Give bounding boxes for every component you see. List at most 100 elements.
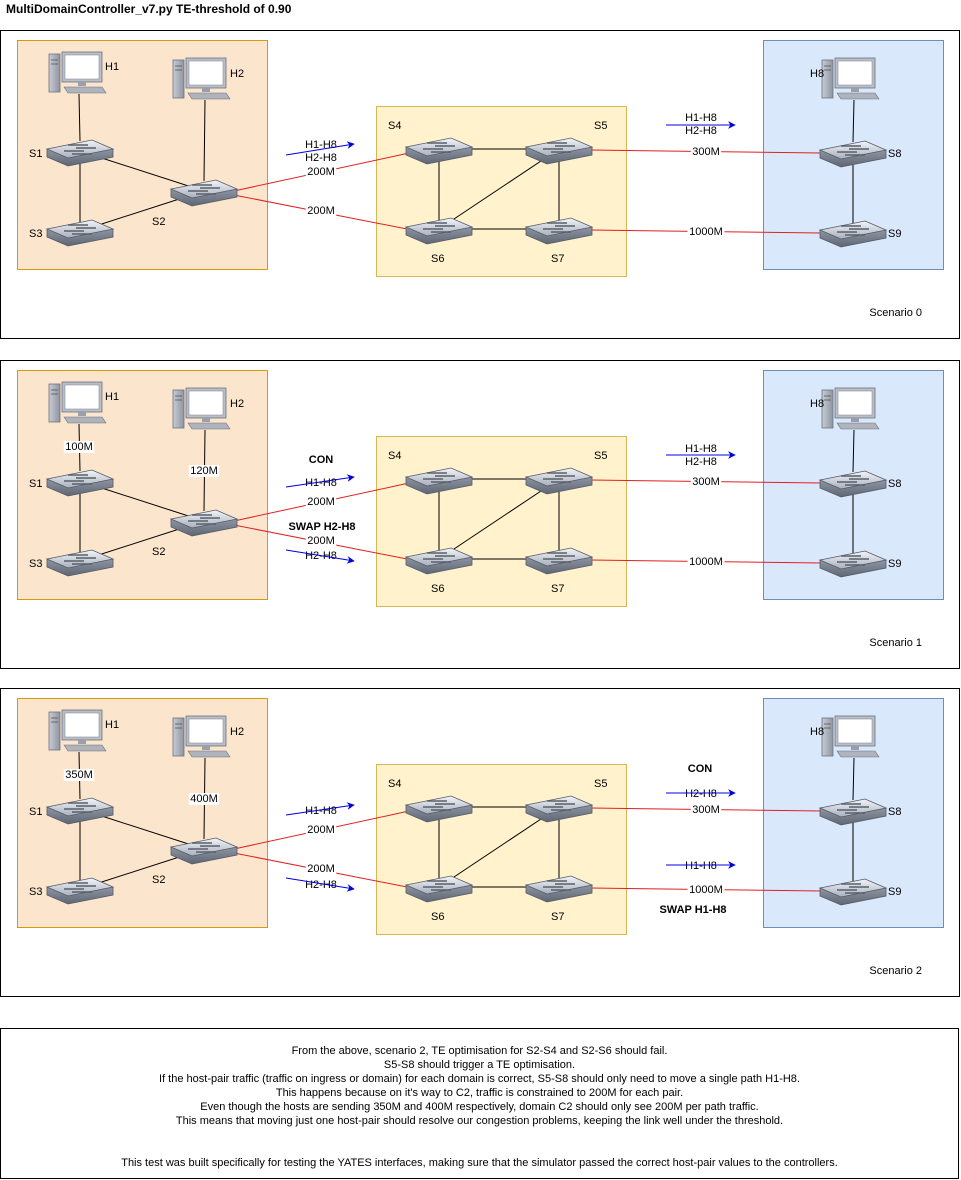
host-tower xyxy=(172,59,185,99)
switch-icon-s3 xyxy=(45,219,115,247)
label-background xyxy=(687,226,725,238)
note-line: S5-S8 should trigger a TE optimisation. xyxy=(383,1059,576,1071)
link-label-s2-s4: 200M xyxy=(307,496,335,508)
switch-top xyxy=(524,795,594,815)
label-background xyxy=(690,476,722,488)
link-label-s2-s6: 200M xyxy=(307,863,335,875)
host-tower xyxy=(821,389,834,429)
switch-label-s2: S2 xyxy=(152,874,165,886)
switch-label-s2: S2 xyxy=(152,216,165,228)
switch-label-s6: S6 xyxy=(431,911,444,923)
host-stand xyxy=(78,82,86,86)
switch-icon-s9 xyxy=(818,220,888,248)
switch-label-s9: S9 xyxy=(888,886,901,898)
link-label-s2-s6: 200M xyxy=(307,205,335,217)
host-label-h2: H2 xyxy=(230,726,244,738)
switch-label-s5: S5 xyxy=(594,120,607,132)
switch-top xyxy=(404,547,474,567)
switch-label-s8: S8 xyxy=(888,148,901,160)
label-background xyxy=(690,804,722,816)
annotation-swap: SWAP H1-H8 xyxy=(659,904,726,916)
host-label-h8: H8 xyxy=(810,398,824,410)
switch-icon-s2 xyxy=(169,509,239,537)
switch-icon-s5 xyxy=(524,137,594,165)
host-screen xyxy=(837,390,873,416)
host-screen xyxy=(188,60,224,86)
host-tower xyxy=(172,389,185,429)
host-tower xyxy=(48,53,61,93)
switch-icon-s8 xyxy=(818,470,888,498)
switch-icon-s7 xyxy=(524,875,594,903)
note-line: Even though the hosts are sending 350M a… xyxy=(200,1101,759,1113)
host-icon-h1 xyxy=(48,709,107,752)
link-h1-s1 xyxy=(78,93,81,142)
host-keyboard xyxy=(63,744,107,752)
switch-icon-s7 xyxy=(524,547,594,575)
domain-middle xyxy=(376,764,627,935)
switch-top xyxy=(45,549,115,569)
switch-top xyxy=(404,795,474,815)
host-stand xyxy=(851,746,859,750)
host-tower xyxy=(821,59,834,99)
switch-label-s4: S4 xyxy=(388,450,401,462)
flow-arrow xyxy=(285,877,355,892)
domain-middle xyxy=(376,106,627,277)
switch-label-s5: S5 xyxy=(594,778,607,790)
host-screen xyxy=(64,712,100,738)
switch-icon-s1 xyxy=(45,469,115,497)
switch-top xyxy=(404,217,474,237)
host-screen xyxy=(837,718,873,744)
switch-top xyxy=(818,140,888,160)
host-keyboard xyxy=(836,92,880,100)
link-label-s7-s9: 1000M xyxy=(689,884,723,896)
switch-top xyxy=(45,219,115,239)
switch-label-s4: S4 xyxy=(388,120,401,132)
flow-arrow xyxy=(285,141,355,156)
host-link-label-h1: 350M xyxy=(65,769,93,781)
host-tower xyxy=(172,717,185,757)
link-h8-s8 xyxy=(852,99,855,143)
switch-top xyxy=(404,467,474,487)
switch-label-s5: S5 xyxy=(594,450,607,462)
link-h2-s2 xyxy=(203,99,206,182)
switch-label-s8: S8 xyxy=(888,478,901,490)
link-h8-s8 xyxy=(852,429,855,473)
switch-label-s2: S2 xyxy=(152,546,165,558)
label-background xyxy=(305,824,337,836)
switch-icon-s9 xyxy=(818,878,888,906)
host-keyboard xyxy=(187,750,231,758)
host-link-label-h2: 120M xyxy=(190,465,218,477)
label-background xyxy=(305,863,337,875)
label-background xyxy=(63,769,95,781)
scenario-label: Scenario 0 xyxy=(869,307,922,319)
link-label-s2-s4: 200M xyxy=(307,824,335,836)
label-background xyxy=(188,465,220,477)
note-line: This test was built specifically for tes… xyxy=(121,1157,838,1169)
host-icon-h8 xyxy=(821,387,880,430)
switch-icon-s6 xyxy=(404,217,474,245)
host-label-h2: H2 xyxy=(230,398,244,410)
host-tower xyxy=(821,717,834,757)
switch-label-s3: S3 xyxy=(29,886,42,898)
label-background xyxy=(305,166,337,178)
host-stand xyxy=(851,88,859,92)
switch-top xyxy=(404,875,474,895)
switch-top xyxy=(524,467,594,487)
annotation-swap: SWAP H2-H8 xyxy=(288,521,355,533)
switch-icon-s4 xyxy=(404,795,474,823)
switch-top xyxy=(45,139,115,159)
host-stand xyxy=(78,740,86,744)
host-icon-h1 xyxy=(48,381,107,424)
link-label-s5-s8: 300M xyxy=(692,476,720,488)
host-label-h8: H8 xyxy=(810,726,824,738)
host-icon-h2 xyxy=(172,715,231,758)
switch-label-s7: S7 xyxy=(551,253,564,265)
host-screen xyxy=(188,718,224,744)
switch-icon-s8 xyxy=(818,140,888,168)
host-icon-h8 xyxy=(821,715,880,758)
switch-icon-s3 xyxy=(45,549,115,577)
switch-label-s6: S6 xyxy=(431,583,444,595)
switch-top xyxy=(45,797,115,817)
host-stand xyxy=(851,418,859,422)
